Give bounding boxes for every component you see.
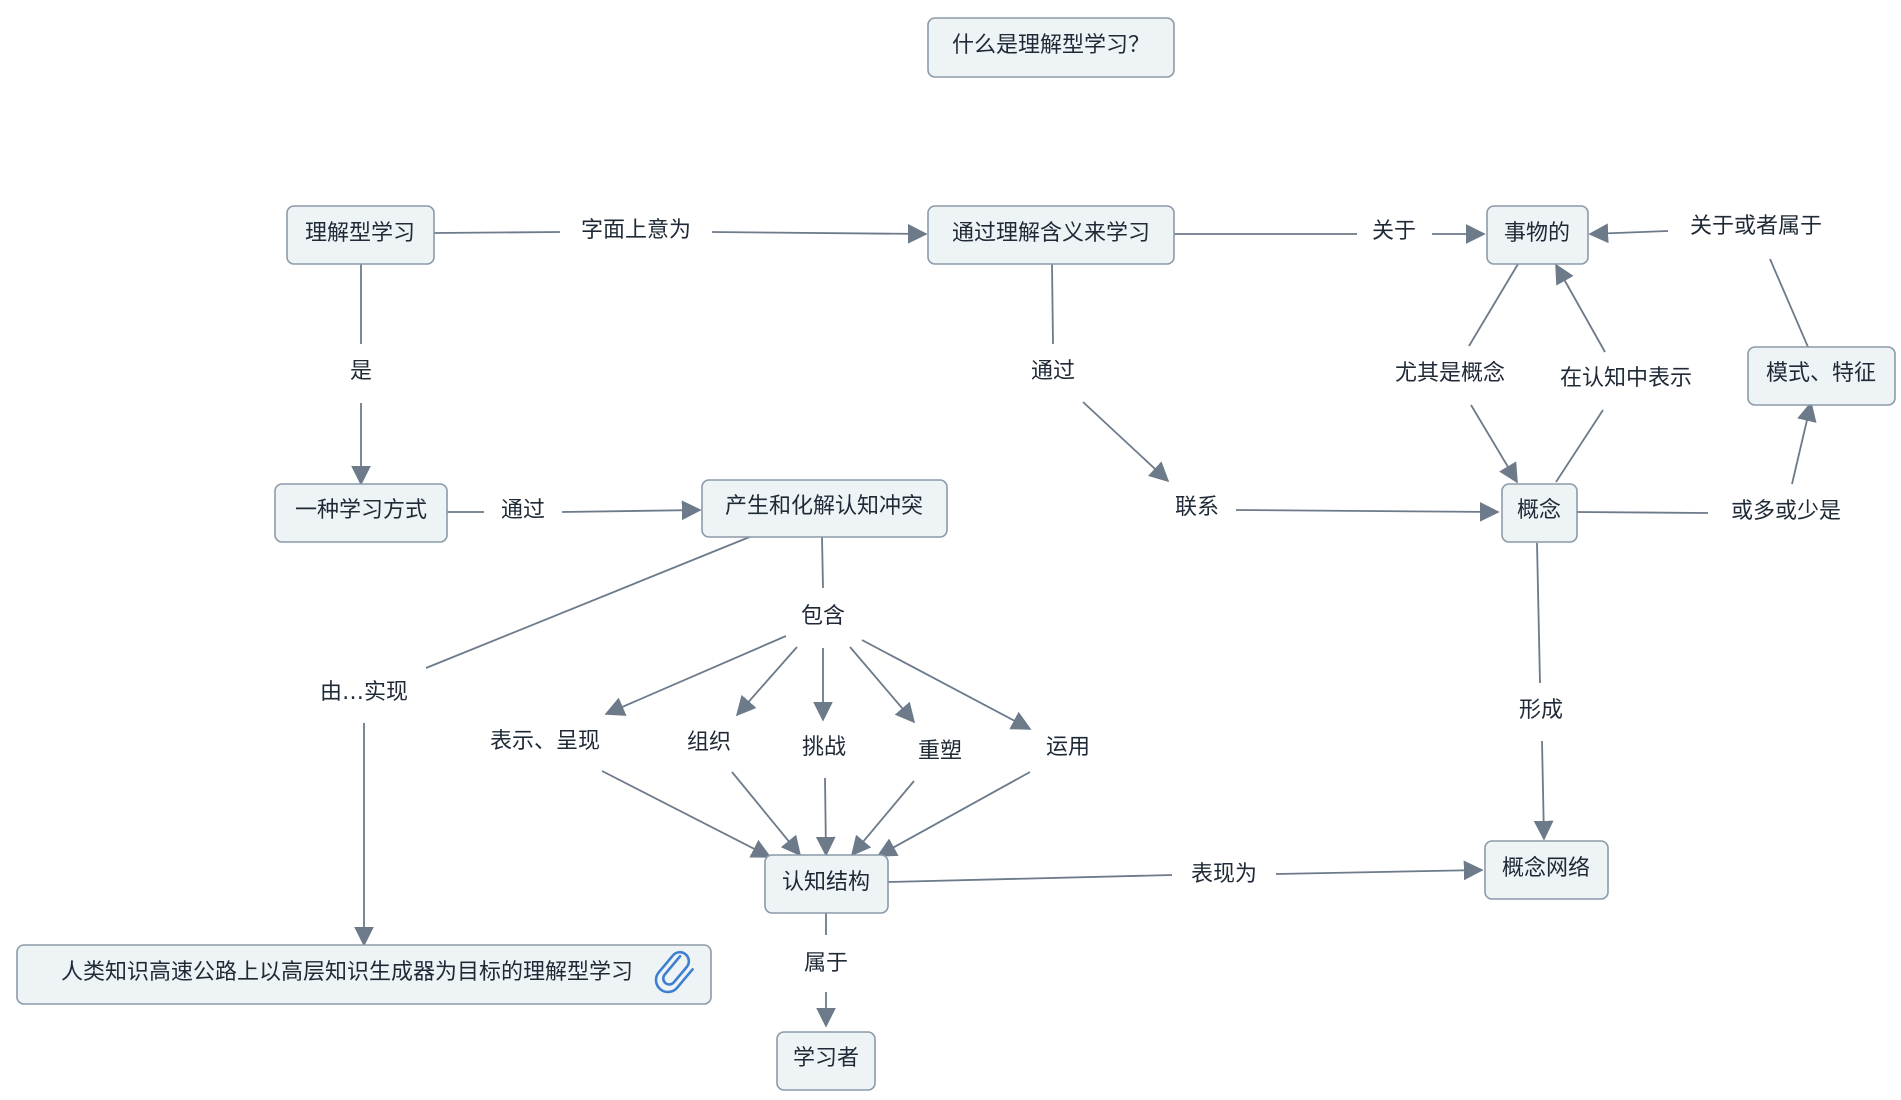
svg-text:属于: 属于 xyxy=(804,951,848,976)
edge-hdhss-msz xyxy=(1791,401,1817,485)
svg-text:关于: 关于 xyxy=(1372,219,1416,244)
edge-bh-yy xyxy=(861,639,1032,730)
label-zmsy: 字面上意为 xyxy=(581,218,691,243)
svg-text:组织: 组织 xyxy=(687,730,731,755)
node-xxz[interactable]: 学习者 xyxy=(776,1031,876,1091)
edge-lx-gn xyxy=(1235,501,1500,522)
label-yqsgn: 尤其是概念 xyxy=(1395,361,1505,386)
svg-text:产生和化解认知冲突: 产生和化解认知冲突 xyxy=(725,494,923,519)
edge-tz-rzjg xyxy=(815,777,836,857)
node-rzjg[interactable]: 认知结构 xyxy=(764,854,889,914)
svg-text:联系: 联系 xyxy=(1175,495,1219,520)
edge-cshj-bh xyxy=(821,536,824,589)
node-gnwl[interactable]: 概念网络 xyxy=(1484,840,1609,900)
edge-bxw-gnwl xyxy=(1275,860,1484,881)
svg-text:或多或少是: 或多或少是 xyxy=(1731,499,1841,524)
svg-text:概念网络: 概念网络 xyxy=(1502,856,1590,881)
nodes: 什么是理解型学习？ 理解型学习 通过理解含义来学习 事物的 模式、特征 一种学习… xyxy=(16,17,1896,1091)
edge-bh-bscx xyxy=(604,635,787,716)
edges xyxy=(351,223,1817,1028)
svg-text:什么是理解型学习？: 什么是理解型学习？ xyxy=(952,33,1150,58)
svg-text:通过理解含义来学习: 通过理解含义来学习 xyxy=(952,221,1150,246)
svg-text:包含: 包含 xyxy=(801,604,845,629)
svg-text:在认知中表示: 在认知中表示 xyxy=(1560,366,1692,391)
label-yy: 运用 xyxy=(1046,735,1090,760)
edge-ljxx-zmsy xyxy=(433,231,561,234)
edge-zrzzbs-swd xyxy=(1555,263,1606,353)
svg-text:重塑: 重塑 xyxy=(918,739,962,764)
edge-zz-rzjg xyxy=(731,771,802,857)
node-swd[interactable]: 事物的 xyxy=(1486,205,1589,265)
label-zrzzbs: 在认知中表示 xyxy=(1560,366,1692,391)
label-gy: 关于 xyxy=(1372,219,1416,244)
edge-xc-gnwl xyxy=(1533,740,1554,841)
edge-cshj-ysx xyxy=(425,535,753,669)
svg-text:一种学习方式: 一种学习方式 xyxy=(295,498,427,523)
svg-text:事物的: 事物的 xyxy=(1504,221,1570,246)
label-gyhzsy: 关于或者属于 xyxy=(1690,214,1822,239)
edge-tg2-lx xyxy=(1082,401,1170,483)
edge-cs-rzjg xyxy=(850,780,915,857)
svg-text:关于或者属于: 关于或者属于 xyxy=(1690,214,1822,239)
label-bxw: 表现为 xyxy=(1191,862,1257,887)
label-bh: 包含 xyxy=(801,604,845,629)
node-msz[interactable]: 模式、特征 xyxy=(1747,346,1896,406)
node-yzxx[interactable]: 一种学习方式 xyxy=(274,483,448,543)
svg-text:表现为: 表现为 xyxy=(1191,862,1257,887)
label-bscx: 表示、呈现 xyxy=(490,729,600,754)
label-sy: 属于 xyxy=(804,951,848,976)
edge-gn-hdhss xyxy=(1575,511,1709,514)
svg-text:字面上意为: 字面上意为 xyxy=(581,218,691,243)
label-lx: 联系 xyxy=(1175,495,1219,520)
label-tz: 挑战 xyxy=(802,735,846,760)
svg-text:理解型学习: 理解型学习 xyxy=(305,221,415,246)
svg-text:挑战: 挑战 xyxy=(802,735,846,760)
label-cs: 重塑 xyxy=(918,739,962,764)
edge-zmsy-tglj xyxy=(711,223,928,244)
svg-text:模式、特征: 模式、特征 xyxy=(1766,361,1876,386)
svg-text:学习者: 学习者 xyxy=(793,1046,859,1071)
edge-bscx-rzjg xyxy=(601,770,772,858)
edge-yy-rzjg xyxy=(876,771,1031,857)
edge-gyhzsy-swd xyxy=(1588,223,1669,244)
svg-text:通过: 通过 xyxy=(1031,359,1075,384)
label-tg2: 通过 xyxy=(1031,359,1075,384)
edge-bh-cs xyxy=(849,646,916,724)
node-cshj[interactable]: 产生和化解认知冲突 xyxy=(701,479,948,538)
node-title[interactable]: 什么是理解型学习？ xyxy=(927,17,1175,78)
edge-msz-gyhzsy xyxy=(1769,258,1809,348)
edge-bh-zz xyxy=(735,646,798,717)
edge-swd-yqsgn xyxy=(1468,263,1519,347)
svg-text:尤其是概念: 尤其是概念 xyxy=(1395,361,1505,386)
node-gn[interactable]: 概念 xyxy=(1501,483,1578,543)
label-xc: 形成 xyxy=(1519,698,1563,723)
label-ysx: 由…实现 xyxy=(320,680,408,705)
svg-text:是: 是 xyxy=(350,359,372,384)
svg-text:运用: 运用 xyxy=(1046,735,1090,760)
svg-text:概念: 概念 xyxy=(1517,498,1561,523)
edge-gn-xc xyxy=(1536,542,1541,684)
label-hdhss: 或多或少是 xyxy=(1731,499,1841,524)
edge-yqsgn-gn xyxy=(1470,404,1518,484)
svg-text:形成: 形成 xyxy=(1519,698,1563,723)
label-shi: 是 xyxy=(350,359,372,384)
node-ljxx[interactable]: 理解型学习 xyxy=(286,205,435,265)
node-tglj[interactable]: 通过理解含义来学习 xyxy=(927,205,1175,265)
label-tg1: 通过 xyxy=(501,498,545,523)
paperclip-icon[interactable] xyxy=(651,949,697,997)
svg-text:认知结构: 认知结构 xyxy=(782,870,870,895)
node-rlzs[interactable]: 人类知识高速公路上以高层知识生成器为目标的理解型学习 xyxy=(16,944,712,1005)
svg-text:表示、呈现: 表示、呈现 xyxy=(490,729,600,754)
edge-tglj-tg2 xyxy=(1051,263,1054,345)
label-zz: 组织 xyxy=(687,730,731,755)
edge-gn-zrzzbs xyxy=(1555,409,1604,483)
svg-text:人类知识高速公路上以高层知识生成器为目标的理解型学习: 人类知识高速公路上以高层知识生成器为目标的理解型学习 xyxy=(61,960,633,985)
link-labels: 字面上意为 关于 关于或者属于 是 通过 通过 尤其是概念 在认知中表示 联系 … xyxy=(320,214,1841,976)
svg-text:由…实现: 由…实现 xyxy=(320,680,408,705)
svg-text:通过: 通过 xyxy=(501,498,545,523)
edge-tg-cshj xyxy=(561,500,702,521)
edge-rzjg-bxw xyxy=(887,874,1173,883)
